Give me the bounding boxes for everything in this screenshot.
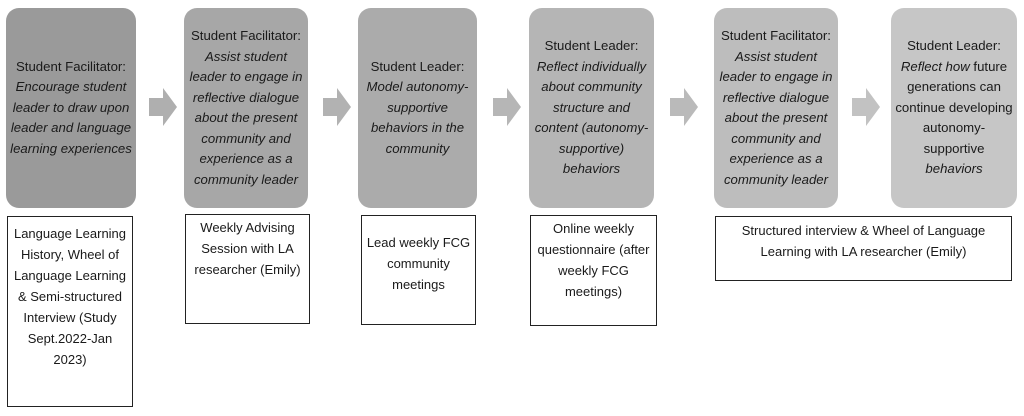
arrow-shape [493, 88, 521, 126]
step-description-plain: future generations can continue developi… [895, 58, 1013, 156]
step-description: Model autonomy-supportive behaviors in t… [366, 79, 469, 156]
step-2-box: Student Facilitator: Assist student leade… [184, 8, 308, 208]
method-text: Online weekly questionnaire (after weekl… [537, 221, 650, 299]
step-role: Student Facilitator: [191, 28, 301, 43]
step-description: Reflect how [900, 58, 970, 74]
arrow-right-icon [493, 88, 521, 126]
method-text: Language Learning History, Wheel of Lang… [13, 226, 127, 367]
arrow-right-icon [852, 88, 880, 126]
arrow-right-icon [670, 88, 698, 126]
method-text: Weekly Advising Session with LA research… [194, 220, 301, 277]
step-role: Student Facilitator: [16, 58, 126, 74]
method-box-2: Weekly Advising Session with LA research… [185, 214, 310, 324]
step-description: Encourage student leader to draw upon le… [10, 79, 132, 156]
step-4-box: Student Leader: Reflect individually abou… [529, 8, 654, 208]
method-box-5: Structured interview & Wheel of Language… [715, 216, 1012, 281]
method-box-1: Language Learning History, Wheel of Lang… [7, 216, 133, 407]
step-description: Reflect individually about community str… [534, 58, 649, 177]
arrow-right-icon [323, 88, 351, 126]
step-role: Student Leader: [907, 38, 1001, 54]
arrow-shape [323, 88, 351, 126]
step-description-end: behaviors [925, 161, 983, 177]
step-1-box: Student Facilitator: Encourage student le… [6, 8, 136, 208]
method-box-3: Lead weekly FCG community meetings [361, 215, 476, 325]
arrow-shape [670, 88, 698, 126]
method-text: Structured interview & Wheel of Language… [741, 223, 986, 259]
step-6-box: Student Leader: Reflect how future genera… [891, 8, 1017, 208]
step-role: Student Leader: [370, 58, 465, 74]
method-box-4: Online weekly questionnaire (after weekl… [530, 215, 657, 326]
arrow-shape [149, 88, 177, 126]
method-text: Lead weekly FCG community meetings [366, 235, 471, 292]
step-description: Assist student leader to engage in refle… [719, 48, 833, 187]
step-description: Assist student leader to engage in refle… [189, 48, 303, 187]
step-5-box: Student Facilitator: Assist student lead… [714, 8, 838, 208]
step-role: Student Leader: [544, 38, 639, 54]
step-role: Student Facilitator: [721, 28, 831, 43]
arrow-shape [852, 88, 880, 126]
step-3-box: Student Leader: Model autonomy-supportive… [358, 8, 477, 208]
arrow-right-icon [149, 88, 177, 126]
